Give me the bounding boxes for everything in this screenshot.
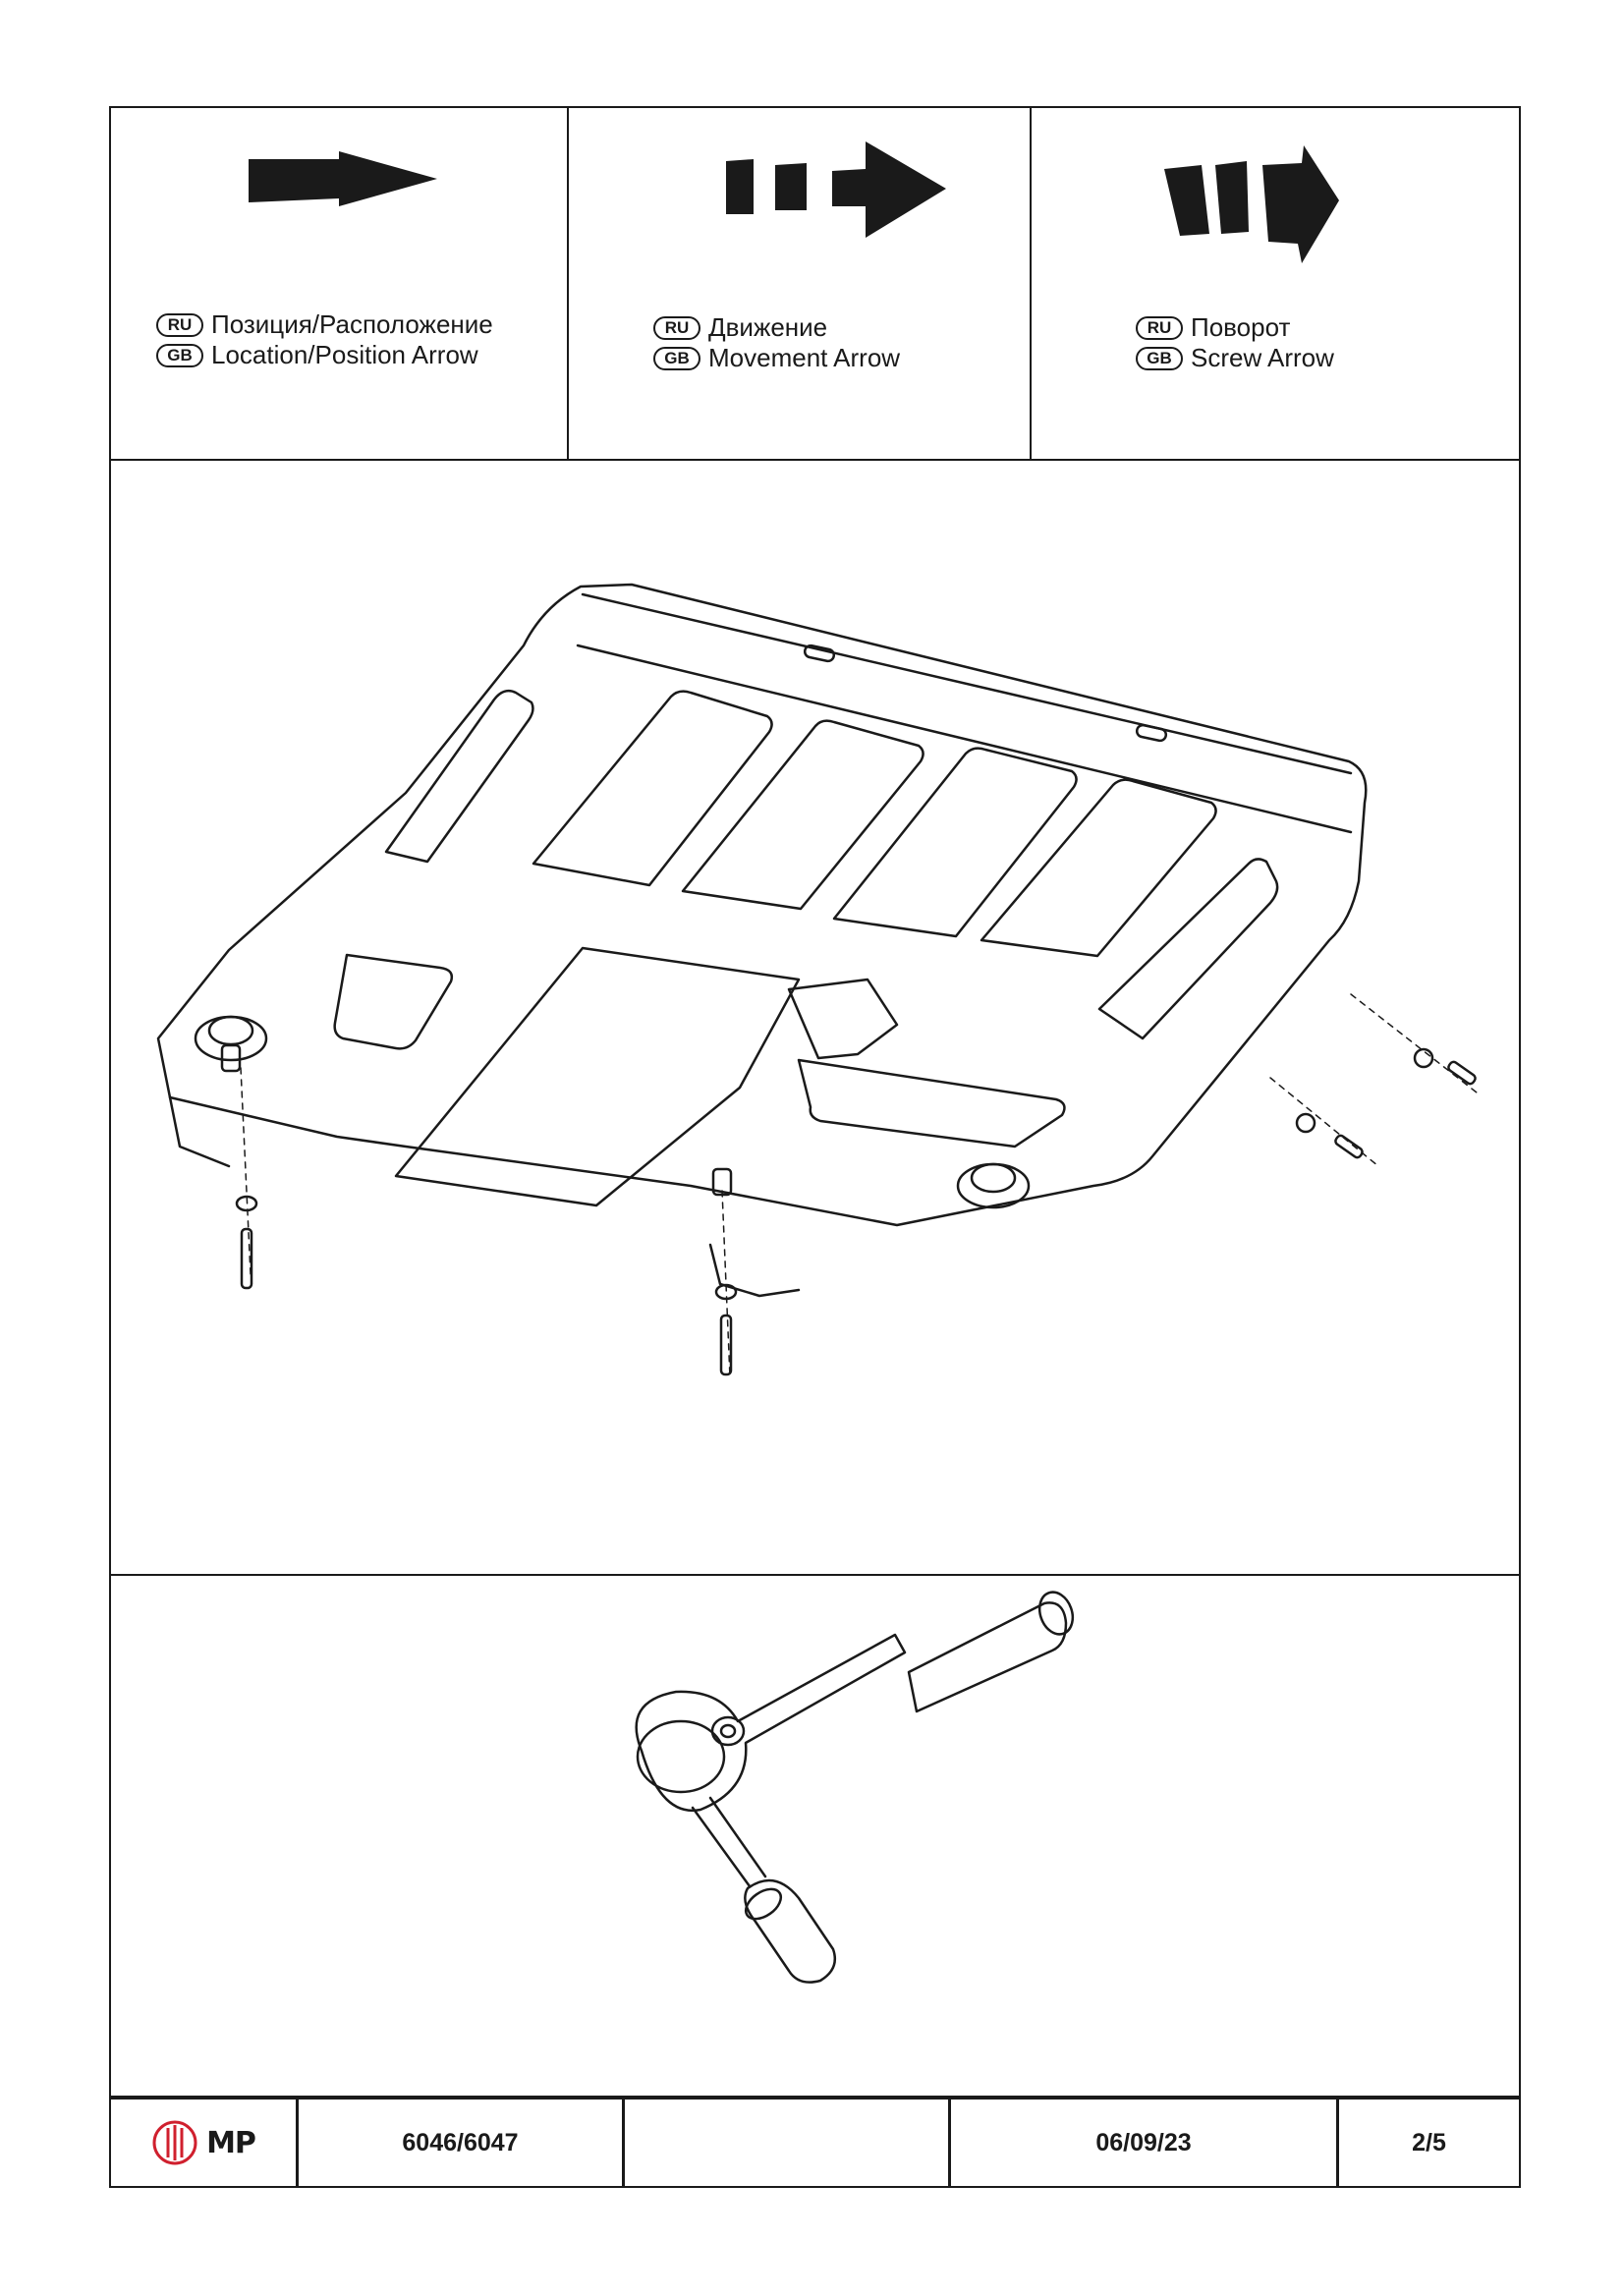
brand-logo-icon xyxy=(152,2120,197,2165)
gb-badge: GB xyxy=(653,346,700,370)
mount-boss-right xyxy=(956,1162,1031,1209)
legend-gb-text: Movement Arrow xyxy=(708,343,901,372)
legend-ru-text: Поворот xyxy=(1191,312,1291,342)
ru-badge: RU xyxy=(1136,315,1183,340)
legend-location-label: RU Позиция/Расположение GB Location/Positi… xyxy=(156,309,493,370)
page-number: 2/5 xyxy=(1336,2100,1519,2186)
legend-ru-text: Движение xyxy=(708,312,828,342)
gb-badge: GB xyxy=(1136,346,1183,370)
legend-ru-text: Позиция/Расположение xyxy=(211,309,493,339)
ru-badge: RU xyxy=(156,312,203,337)
footer-logo-cell: MP xyxy=(111,2100,296,2186)
legend-movement: RU Движение GB Movement Arrow xyxy=(567,108,1030,459)
vent-ribs xyxy=(384,689,1279,1040)
brand-logo: MP xyxy=(151,2119,256,2166)
location-arrow-icon xyxy=(249,151,437,206)
document-date: 06/09/23 xyxy=(948,2100,1336,2186)
assembly-drawing-panel xyxy=(111,459,1519,1576)
fastener-right-top xyxy=(1350,993,1478,1093)
center-tab xyxy=(787,978,899,1060)
slot-1 xyxy=(803,644,836,663)
legend-screw: RU Поворот GB Screw Arrow xyxy=(1030,108,1519,459)
stud-left xyxy=(220,1043,242,1073)
center-panel xyxy=(394,946,801,1207)
legend-gb-text: Screw Arrow xyxy=(1191,343,1334,372)
legend-location: RU Позиция/Расположение GB Location/Positi… xyxy=(111,108,567,459)
plate-outline xyxy=(156,583,1368,1227)
fastener-left xyxy=(235,1067,258,1290)
title-block: MP 6046/6047 06/09/23 2/5 xyxy=(111,2096,1519,2186)
gb-badge: GB xyxy=(156,343,203,367)
mount-boss-left xyxy=(194,1015,268,1062)
arrow-legend: RU Позиция/Расположение GB Location/Positi… xyxy=(111,108,1519,461)
screw-arrow-icon xyxy=(1164,145,1339,263)
ratchet-wrench-icon xyxy=(635,1591,1075,1984)
left-panel xyxy=(333,953,454,1050)
legend-gb-text: Location/Position Arrow xyxy=(211,340,478,369)
skid-plate-drawing xyxy=(156,583,1478,1378)
ru-badge: RU xyxy=(653,315,700,340)
movement-arrow-icon xyxy=(726,141,946,238)
fastener-center xyxy=(714,1190,738,1378)
part-number: 6046/6047 xyxy=(296,2100,622,2186)
legend-movement-label: RU Движение GB Movement Arrow xyxy=(653,312,900,373)
blank-cell xyxy=(622,2100,948,2186)
tool-panel xyxy=(111,1574,1519,2100)
fastener-right-bottom xyxy=(1269,1077,1379,1167)
document-frame: RU Позиция/Расположение GB Location/Positi… xyxy=(109,106,1521,2188)
brand-logo-text: MP xyxy=(206,2125,256,2160)
legend-screw-label: RU Поворот GB Screw Arrow xyxy=(1136,312,1334,373)
slot-2 xyxy=(1135,723,1168,743)
right-panel xyxy=(797,1058,1066,1148)
